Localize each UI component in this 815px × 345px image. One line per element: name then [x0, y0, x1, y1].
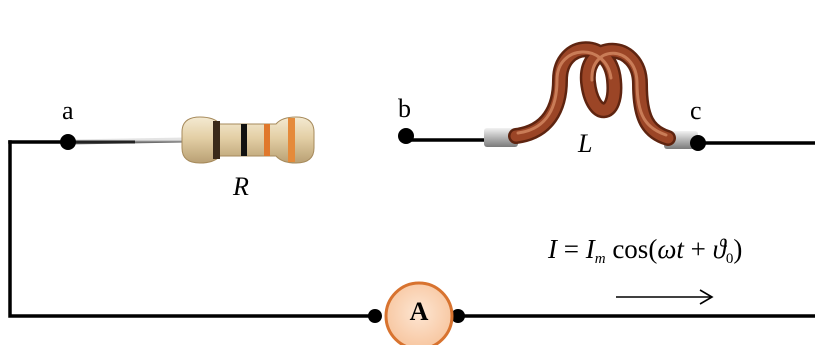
formula-equals: =: [557, 234, 586, 264]
formula-time: t: [676, 234, 684, 264]
resistor-label: R: [233, 172, 249, 201]
node-a-dot: [60, 134, 76, 150]
wire-left-loop: [8, 140, 377, 318]
formula-current-symbol: I: [548, 234, 557, 264]
ammeter-terminal-left: [368, 309, 382, 323]
coil-winding: [510, 43, 674, 144]
ammeter-circle: [384, 281, 454, 345]
formula-plus: +: [683, 234, 713, 264]
wires: [8, 138, 815, 318]
inductor-coil: [484, 41, 698, 149]
formula-amplitude-subscript: m: [594, 251, 606, 267]
node-b-dot: [398, 128, 414, 144]
current-formula: I = Im cos(ωt + ϑ0): [548, 236, 742, 267]
resistor-band-3: [264, 124, 270, 156]
formula-cos: cos(: [605, 234, 658, 264]
resistor-band-2: [241, 124, 247, 156]
formula-close-paren: ): [733, 234, 743, 264]
formula-omega: ω: [657, 234, 677, 264]
node-a-label: a: [62, 96, 74, 125]
formula-phase-subscript: 0: [725, 251, 734, 267]
current-arrow: [616, 289, 714, 305]
nodes: [60, 128, 706, 323]
node-b-label: b: [398, 94, 411, 123]
resistor: [67, 116, 406, 164]
inductor-label: L: [578, 129, 593, 158]
resistor-band-4: [288, 118, 295, 162]
formula-phase-symbol: ϑ: [712, 234, 726, 264]
ammeter-label: A: [409, 297, 429, 326]
resistor-band-1: [213, 121, 220, 159]
coil-highlight: [516, 50, 668, 137]
formula-amplitude-symbol: I: [585, 234, 595, 264]
ammeter-terminal-right: [451, 309, 465, 323]
node-c-dot: [690, 135, 706, 151]
node-c-label: c: [690, 96, 702, 125]
